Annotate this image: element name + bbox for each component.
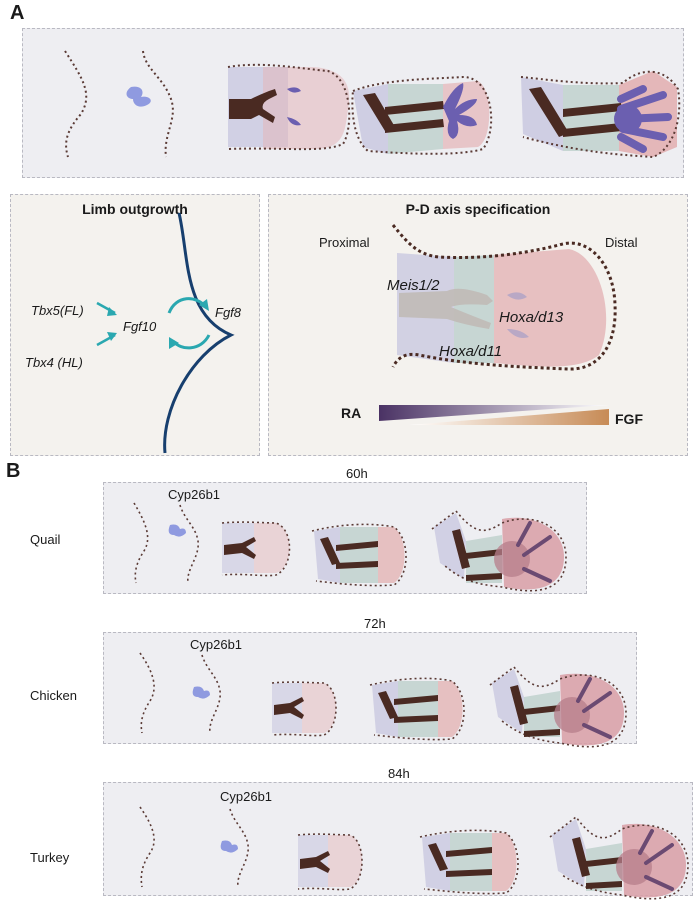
- fgf-label: FGF: [615, 411, 643, 427]
- bone-element: [378, 691, 438, 723]
- stage-strip: Cyp26b1: [103, 482, 587, 594]
- bone-element: [363, 93, 444, 133]
- bone-element: [572, 837, 622, 889]
- time-label: 72h: [364, 616, 386, 631]
- limb-outgrowth-diagram: [96, 212, 235, 454]
- limb-bud-outline: [142, 50, 174, 158]
- autopod-region: [263, 67, 350, 149]
- stage-diagrams: [133, 502, 567, 592]
- time-label: 84h: [388, 766, 410, 781]
- limb-field-outline: [64, 50, 88, 158]
- stage5-outline: [520, 70, 681, 159]
- bone-element: [428, 843, 492, 877]
- pd-axis-box: P-D axis specification Proximal Distal M…: [268, 194, 688, 456]
- fgf8-to-fgf10-arrow-head: [169, 337, 179, 349]
- stage4-outline: [351, 75, 493, 155]
- fgf10-to-fgf8-arrow-head: [199, 299, 209, 311]
- zeugopod-region: [454, 255, 494, 363]
- stage-strip: Cyp26b1: [103, 782, 693, 900]
- proximal-label: Proximal: [319, 235, 370, 250]
- species-label: Turkey: [30, 850, 70, 865]
- digit-elements: [576, 677, 612, 739]
- bone-element: [274, 697, 304, 719]
- limb-outgrowth-title: Limb outgrowth: [82, 201, 188, 217]
- meis-label: Meis1/2: [387, 277, 440, 294]
- stage-strip: Cyp26b1: [103, 632, 637, 748]
- tbx4-arrow-head: [107, 332, 117, 341]
- limb-outgrowth-box: Limb outgrowth Tbx5(FL) Tbx4 (HL) Fgf10 …: [10, 194, 260, 456]
- meis-bone-domain: [399, 288, 493, 329]
- fgf8-label: Fgf8: [215, 305, 242, 320]
- stylopod-region: [521, 77, 563, 151]
- aer-ectoderm-curve: [163, 212, 235, 454]
- pd-axis-title: P-D axis specification: [405, 201, 551, 217]
- bone-element: [229, 89, 277, 123]
- autopod-element: [443, 83, 477, 139]
- cyp26b1-label: Cyp26b1: [168, 487, 221, 502]
- pd-axis-diagram: [379, 224, 617, 425]
- bud-outline: [391, 224, 617, 371]
- tbx4-label: Tbx4 (HL): [25, 355, 83, 370]
- stage-diagrams: [139, 652, 627, 748]
- panel-a-label: A: [10, 2, 25, 24]
- tbx5-arrow-head: [107, 307, 117, 316]
- species-label: Quail: [30, 532, 61, 547]
- bone-element: [224, 537, 256, 559]
- zeugopod-region: [388, 84, 443, 154]
- hoxa11-label: Hoxa/d11: [439, 343, 503, 360]
- distal-label: Distal: [605, 235, 638, 250]
- digit-elements: [617, 85, 672, 153]
- bone-element: [510, 685, 560, 737]
- hoxa13-domain: [507, 292, 527, 300]
- ra-label: RA: [341, 405, 362, 421]
- fgf8-to-fgf10-arrow: [171, 334, 211, 350]
- bone-element: [529, 87, 622, 137]
- hoxa11-domain: [507, 329, 529, 338]
- hoxa13-label: Hoxa/d13: [499, 309, 564, 326]
- cyp26b1-label: Cyp26b1: [190, 637, 243, 652]
- bone-element: [452, 529, 502, 581]
- tbx5-label: Tbx5(FL): [31, 303, 84, 318]
- zeugopod-region: [563, 85, 619, 151]
- autopod-element: [614, 105, 642, 133]
- cyp26b1-domain: [126, 86, 151, 107]
- panel-a-stage-strip: [22, 28, 684, 178]
- digit-elements: [516, 521, 552, 583]
- bone-element: [320, 537, 378, 569]
- panel-a-stages: [64, 50, 681, 159]
- bone-element: [300, 851, 330, 873]
- ra-gradient: [379, 405, 609, 421]
- cyp26b1-domain: [192, 686, 210, 699]
- fgf10-label: Fgf10: [123, 319, 157, 334]
- stage-diagrams: [139, 806, 689, 900]
- autopod-element: [287, 87, 301, 126]
- species-label: Chicken: [30, 688, 77, 703]
- panel-b-label: B: [6, 460, 21, 482]
- fgf-gradient: [409, 409, 609, 425]
- cyp26b1-label: Cyp26b1: [220, 789, 273, 804]
- digit-elements: [638, 829, 674, 891]
- cyp26b1-domain: [168, 524, 186, 537]
- time-label: 60h: [346, 466, 368, 481]
- cyp26b1-domain: [220, 840, 238, 853]
- autopod-region: [494, 249, 607, 367]
